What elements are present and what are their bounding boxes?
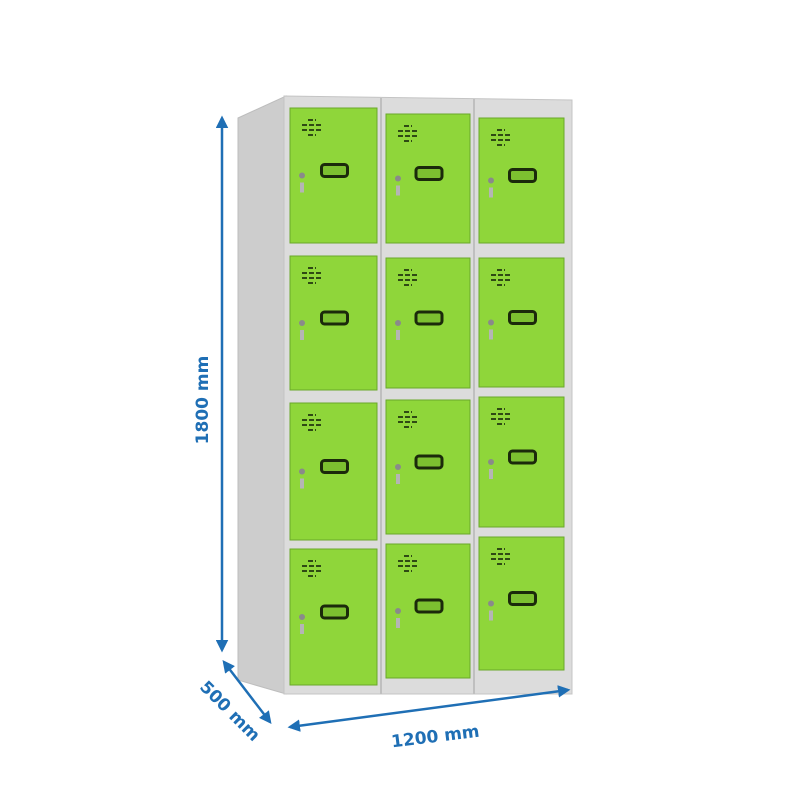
lock-icon[interactable]: [488, 319, 494, 340]
vent-icon: [302, 414, 322, 431]
vent-icon: [398, 269, 418, 286]
lock-icon[interactable]: [395, 464, 401, 484]
handle-icon[interactable]: [414, 454, 444, 470]
vent-icon: [491, 548, 511, 565]
locker-door[interactable]: [478, 257, 565, 388]
vent-icon: [398, 411, 418, 428]
handle-icon[interactable]: [320, 310, 349, 326]
vent-icon: [302, 267, 322, 284]
locker-door[interactable]: [385, 543, 471, 679]
vent-icon: [491, 269, 511, 286]
locker-door[interactable]: [289, 107, 378, 244]
width-arrow: [287, 685, 571, 732]
width-label: 1200 mm: [390, 722, 480, 753]
handle-icon[interactable]: [508, 591, 537, 606]
handle-icon[interactable]: [414, 310, 444, 326]
lock-icon[interactable]: [299, 172, 305, 193]
vent-icon: [302, 560, 322, 577]
locker-door[interactable]: [478, 396, 565, 528]
locker-door[interactable]: [289, 548, 378, 686]
locker-side-panel: [237, 95, 287, 695]
locker-door[interactable]: [385, 113, 471, 244]
vent-icon: [398, 555, 418, 572]
vent-icon: [302, 119, 322, 136]
lock-icon[interactable]: [395, 175, 401, 196]
handle-icon[interactable]: [320, 459, 349, 474]
lock-icon[interactable]: [488, 177, 494, 198]
locker-door[interactable]: [478, 117, 565, 244]
lock-icon[interactable]: [488, 459, 494, 479]
locker-door[interactable]: [385, 257, 471, 389]
vent-icon: [491, 408, 511, 425]
lock-icon[interactable]: [299, 320, 305, 340]
locker-door[interactable]: [385, 399, 471, 535]
vent-icon: [398, 125, 418, 142]
handle-icon[interactable]: [414, 166, 444, 181]
depth-label: 500 mm: [195, 677, 263, 745]
vent-icon: [491, 129, 511, 146]
locker-door[interactable]: [478, 536, 565, 671]
height-label: 1800 mm: [193, 356, 213, 445]
handle-icon[interactable]: [508, 449, 537, 465]
handle-icon[interactable]: [320, 163, 349, 178]
locker-door[interactable]: [289, 255, 378, 391]
depth-arrow: [222, 660, 272, 724]
handle-icon[interactable]: [508, 168, 537, 183]
lock-icon[interactable]: [299, 468, 305, 489]
lock-icon[interactable]: [488, 600, 494, 621]
handle-icon[interactable]: [508, 310, 537, 325]
lock-icon[interactable]: [395, 608, 401, 628]
handle-icon[interactable]: [320, 604, 349, 620]
lock-icon[interactable]: [395, 320, 401, 340]
handle-icon[interactable]: [414, 598, 444, 614]
locker-door[interactable]: [289, 402, 378, 541]
lock-icon[interactable]: [299, 614, 305, 634]
